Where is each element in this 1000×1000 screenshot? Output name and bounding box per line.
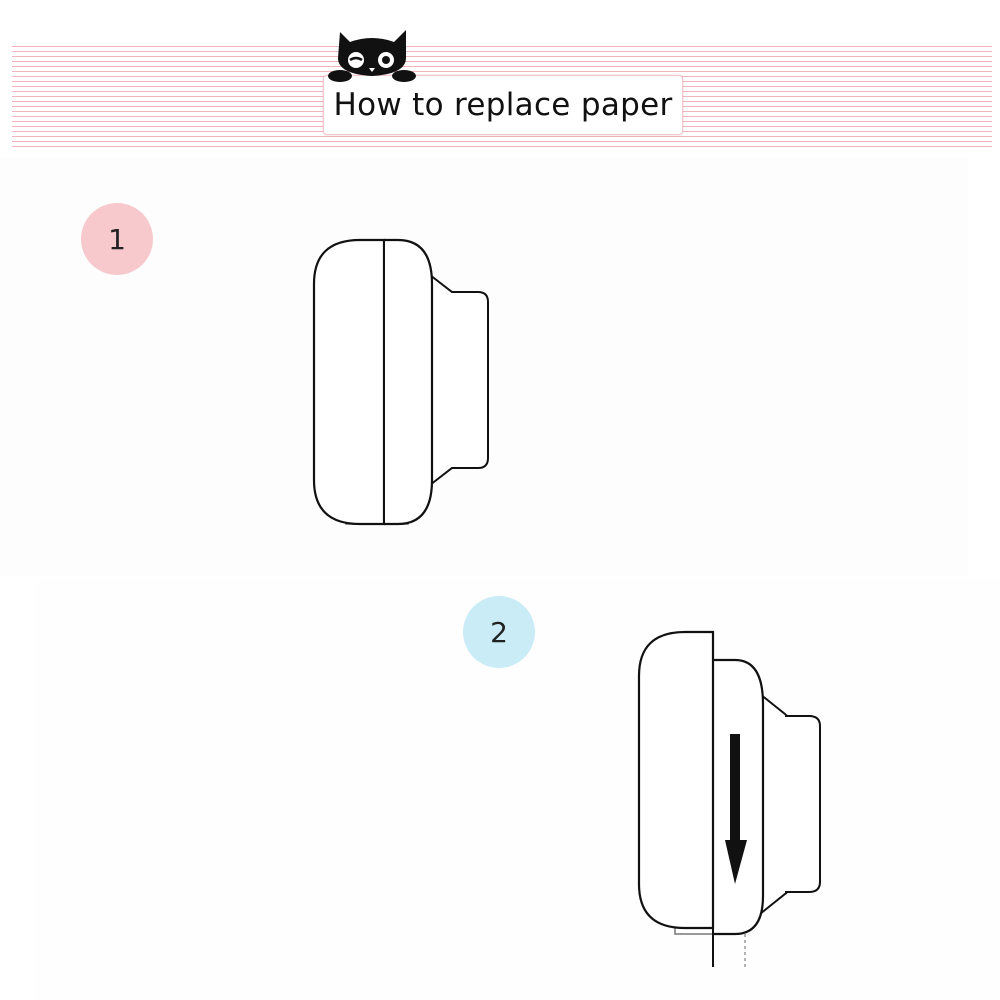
title-card: How to replace paper (323, 75, 683, 135)
page-title: How to replace paper (333, 87, 673, 123)
step-2-badge: 2 (463, 596, 535, 668)
printer-closed-icon (312, 238, 489, 526)
step-1-badge: 1 (81, 203, 153, 275)
printer-open-arrow-down-icon (637, 630, 821, 967)
cat-face-icon (328, 30, 416, 82)
